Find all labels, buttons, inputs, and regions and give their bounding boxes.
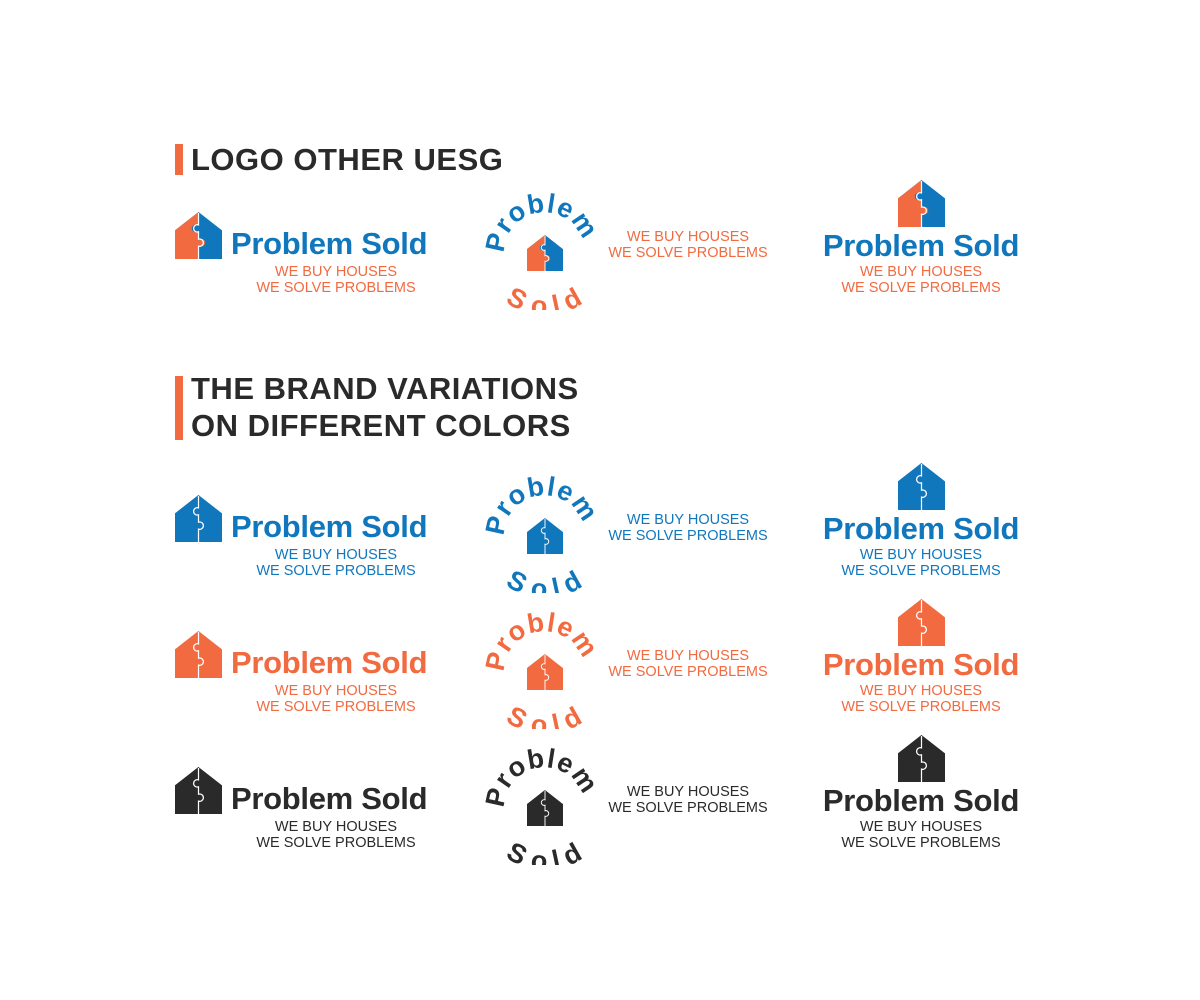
heading-text: LOGO OTHER UESG (191, 142, 504, 177)
tagline-solve-problems: WE SOLVE PROBLEMS (841, 562, 1001, 579)
circular-logo-tagline: WE BUY HOUSES WE SOLVE PROBLEMS (608, 229, 768, 261)
house-puzzle-icon (175, 212, 222, 259)
logo-variation-row-orange: Problem Sold WE BUY HOUSES WE SOLVE PROB… (0, 599, 1200, 739)
tagline-buy-houses: WE BUY HOUSES (626, 648, 750, 664)
svg-text:Sold: Sold (502, 564, 589, 593)
logo-variation-row-primary: Problem Sold WE BUY HOUSES WE SOLVE PROB… (0, 180, 1200, 320)
house-puzzle-icon (898, 735, 945, 782)
logo-horizontal: Problem Sold WE BUY HOUSES WE SOLVE PROB… (175, 767, 445, 857)
house-puzzle-icon (527, 518, 563, 554)
tagline-solve-problems: WE SOLVE PROBLEMS (608, 527, 768, 544)
house-puzzle-icon (527, 654, 563, 690)
brand-name: Problem Sold (822, 647, 1020, 682)
circular-logo-tagline: WE BUY HOUSES WE SOLVE PROBLEMS (608, 648, 768, 680)
logo-stacked: Problem Sold WE BUY HOUSES WE SOLVE PROB… (806, 463, 1036, 593)
logo-horizontal: Problem Sold WE BUY HOUSES WE SOLVE PROB… (175, 495, 445, 585)
tagline-solve-problems: WE SOLVE PROBLEMS (841, 279, 1001, 296)
brand-name: Problem Sold (231, 226, 428, 261)
tagline-buy-houses: WE BUY HOUSES (626, 229, 750, 245)
brand-name: Problem Sold (822, 228, 1020, 263)
house-puzzle-icon (175, 495, 222, 542)
logo-variation-row-blue: Problem Sold WE BUY HOUSES WE SOLVE PROB… (0, 463, 1200, 603)
section-heading-logo-other: LOGO OTHER UESG (175, 141, 503, 178)
svg-text:Sold: Sold (502, 700, 589, 729)
circle-name-bottom: Sold (502, 281, 587, 310)
tagline-solve-problems: WE SOLVE PROBLEMS (608, 663, 768, 680)
tagline-buy-houses: WE BUY HOUSES (859, 819, 983, 835)
tagline-buy-houses: WE BUY HOUSES (626, 784, 750, 800)
heading-accent-bar (175, 376, 183, 440)
logo-stacked: Problem Sold WE BUY HOUSES WE SOLVE PROB… (806, 599, 1036, 729)
logo-stacked: Problem Sold WE BUY HOUSES WE SOLVE PROB… (806, 735, 1036, 865)
brand-name: Problem Sold (231, 645, 428, 680)
heading-line-2: ON DIFFERENT COLORS (191, 408, 571, 443)
tagline-solve-problems: WE SOLVE PROBLEMS (608, 244, 768, 261)
brand-name: Problem Sold (231, 509, 428, 544)
logo-horizontal: Problem Sold WE BUY HOUSES WE SOLVE PROB… (175, 631, 445, 721)
tagline-solve-problems: WE SOLVE PROBLEMS (608, 799, 768, 816)
tagline-buy-houses: WE BUY HOUSES (274, 264, 398, 280)
tagline-solve-problems: WE SOLVE PROBLEMS (256, 834, 416, 851)
tagline-buy-houses: WE BUY HOUSES (274, 683, 398, 699)
circle-name-bottom: Sold (502, 564, 587, 593)
house-puzzle-icon (175, 631, 222, 678)
tagline-buy-houses: WE BUY HOUSES (274, 819, 398, 835)
logo-circular: Problem Sold (485, 190, 603, 310)
logo-stacked: Problem Sold WE BUY HOUSES WE SOLVE PROB… (806, 180, 1036, 310)
svg-text:Sold: Sold (502, 281, 589, 310)
tagline-solve-problems: WE SOLVE PROBLEMS (841, 698, 1001, 715)
circular-logo-tagline: WE BUY HOUSES WE SOLVE PROBLEMS (608, 784, 768, 816)
house-puzzle-icon (898, 599, 945, 646)
circular-logo-tagline: WE BUY HOUSES WE SOLVE PROBLEMS (608, 512, 768, 544)
svg-text:Sold: Sold (502, 836, 589, 865)
tagline-solve-problems: WE SOLVE PROBLEMS (256, 562, 416, 579)
tagline-solve-problems: WE SOLVE PROBLEMS (256, 698, 416, 715)
brand-name: Problem Sold (822, 783, 1020, 818)
logo-circular: Problem Sold (485, 745, 603, 865)
house-puzzle-icon (898, 180, 945, 227)
tagline-buy-houses: WE BUY HOUSES (626, 512, 750, 528)
tagline-buy-houses: WE BUY HOUSES (859, 264, 983, 280)
tagline-buy-houses: WE BUY HOUSES (859, 683, 983, 699)
circle-name-bottom: Sold (502, 836, 587, 865)
logo-circular: Problem Sold (485, 473, 603, 593)
section-heading-variations: THE BRAND VARIATIONS ON DIFFERENT COLORS (175, 370, 579, 444)
circle-name-bottom: Sold (502, 700, 587, 729)
logo-variation-row-dark: Problem Sold WE BUY HOUSES WE SOLVE PROB… (0, 735, 1200, 875)
house-puzzle-icon (527, 790, 563, 826)
tagline-solve-problems: WE SOLVE PROBLEMS (841, 834, 1001, 851)
tagline-buy-houses: WE BUY HOUSES (859, 547, 983, 563)
logo-horizontal: Problem Sold WE BUY HOUSES WE SOLVE PROB… (175, 212, 445, 302)
tagline-solve-problems: WE SOLVE PROBLEMS (256, 279, 416, 296)
heading-accent-bar (175, 144, 183, 175)
logo-circular: Problem Sold (485, 609, 603, 729)
house-puzzle-icon (527, 235, 563, 271)
brand-name: Problem Sold (822, 511, 1020, 546)
house-puzzle-icon (898, 463, 945, 510)
brand-name: Problem Sold (231, 781, 428, 816)
tagline-buy-houses: WE BUY HOUSES (274, 547, 398, 563)
heading-line-1: THE BRAND VARIATIONS (191, 371, 579, 406)
house-puzzle-icon (175, 767, 222, 814)
